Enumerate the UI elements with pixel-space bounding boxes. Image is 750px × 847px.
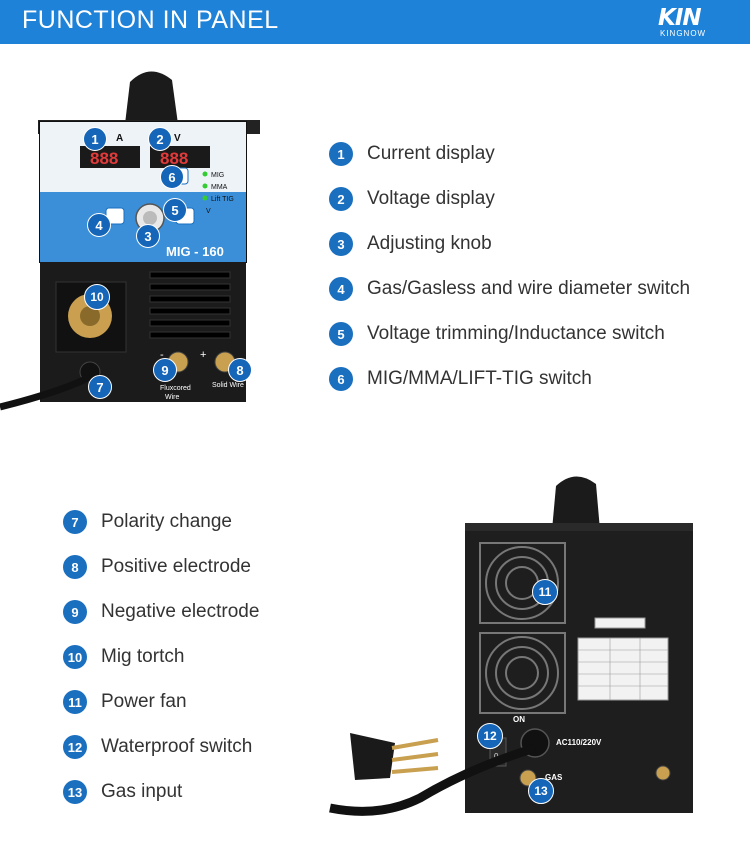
back-machine-illustration: 0 ON AC110/220V GAS [329, 476, 693, 816]
feature-badge: 9 [63, 600, 87, 624]
logo-name: KINGNOW [660, 29, 707, 38]
power-label: AC110/220V [556, 738, 602, 747]
feature-12: 12 Waterproof switch [63, 734, 252, 760]
volt-display: 888 [160, 149, 188, 168]
feature-label: Negative electrode [101, 601, 260, 622]
amp-unit: A [116, 133, 123, 144]
fluxcored-label: Fluxcored [160, 385, 191, 392]
feature-label: Power fan [101, 691, 187, 712]
feature-badge: 2 [329, 187, 353, 211]
feature-2: 2 Voltage display [329, 186, 495, 212]
feature-label: Voltage trimming/Inductance switch [367, 323, 665, 344]
feature-badge: 3 [329, 232, 353, 256]
volt-unit: V [174, 133, 181, 144]
mode-lift-tig: Lift TIG [211, 196, 234, 203]
mode-mma: MMA [211, 184, 228, 191]
feature-badge: 13 [63, 780, 87, 804]
feature-badge: 12 [63, 735, 87, 759]
feature-1: 1 Current display [329, 141, 495, 167]
feature-badge: 11 [63, 690, 87, 714]
feature-badge: 6 [329, 367, 353, 391]
feature-label: Adjusting knob [367, 233, 492, 254]
feature-badge: 1 [329, 142, 353, 166]
page-title: FUNCTION IN PANEL [22, 6, 279, 34]
feature-badge: 10 [63, 645, 87, 669]
feature-8: 8 Positive electrode [63, 554, 251, 580]
callout-1: 1 [83, 127, 107, 151]
callout-2: 2 [148, 127, 172, 151]
feature-label: Polarity change [101, 511, 232, 532]
logo-mark: KIN [658, 5, 702, 31]
solid-wire-label: Solid Wire [212, 382, 244, 389]
feature-9: 9 Negative electrode [63, 599, 259, 625]
callout-11: 11 [532, 579, 558, 605]
feature-13: 13 Gas input [63, 779, 182, 805]
amp-display: 888 [90, 149, 118, 168]
feature-11: 11 Power fan [63, 689, 187, 715]
feature-4: 4 Gas/Gasless and wire diameter switch [329, 276, 690, 302]
feature-10: 10 Mig tortch [63, 644, 184, 670]
wire-label: Wire [165, 394, 179, 401]
callout-10: 10 [84, 284, 110, 310]
callout-8: 8 [228, 358, 252, 382]
feature-label: Gas input [101, 781, 183, 802]
feature-label: Mig tortch [101, 646, 185, 667]
callout-7: 7 [88, 375, 112, 399]
trim-v-label: V [206, 208, 211, 215]
front-machine-photo: 888 888 A V MIG MMA Lift TIG V MIG - 160 [0, 62, 300, 422]
mode-mig: MIG [211, 172, 224, 179]
header-banner: FUNCTION IN PANEL KIN KINGNOW [0, 0, 750, 44]
model-label: MIG - 160 [166, 244, 224, 259]
callout-12: 12 [477, 723, 503, 749]
feature-7: 7 Polarity change [63, 509, 232, 535]
feature-6: 6 MIG/MMA/LIFT-TIG switch [329, 366, 592, 392]
callout-6: 6 [160, 165, 184, 189]
callout-9: 9 [153, 358, 177, 382]
callout-4: 4 [87, 213, 111, 237]
feature-label: Current display [367, 143, 495, 164]
callout-13: 13 [528, 778, 554, 804]
back-machine-photo: 0 ON AC110/220V GAS 11 12 13 [320, 468, 720, 838]
feature-label: Positive electrode [101, 556, 251, 577]
feature-label: Waterproof switch [101, 736, 253, 757]
callout-3: 3 [136, 224, 160, 248]
feature-5: 5 Voltage trimming/Inductance switch [329, 321, 665, 347]
feature-badge: 5 [329, 322, 353, 346]
polarity-plus: + [200, 349, 206, 361]
feature-label: Voltage display [367, 188, 495, 209]
on-label: ON [513, 715, 525, 724]
feature-label: MIG/MMA/LIFT-TIG switch [367, 368, 592, 389]
feature-badge: 8 [63, 555, 87, 579]
feature-badge: 7 [63, 510, 87, 534]
feature-3: 3 Adjusting knob [329, 231, 492, 257]
brand-logo: KIN KINGNOW [652, 5, 732, 41]
polarity-minus: - [160, 349, 164, 361]
gas-label: GAS [545, 773, 563, 782]
feature-label: Gas/Gasless and wire diameter switch [367, 278, 691, 299]
feature-badge: 4 [329, 277, 353, 301]
callout-5: 5 [163, 198, 187, 222]
